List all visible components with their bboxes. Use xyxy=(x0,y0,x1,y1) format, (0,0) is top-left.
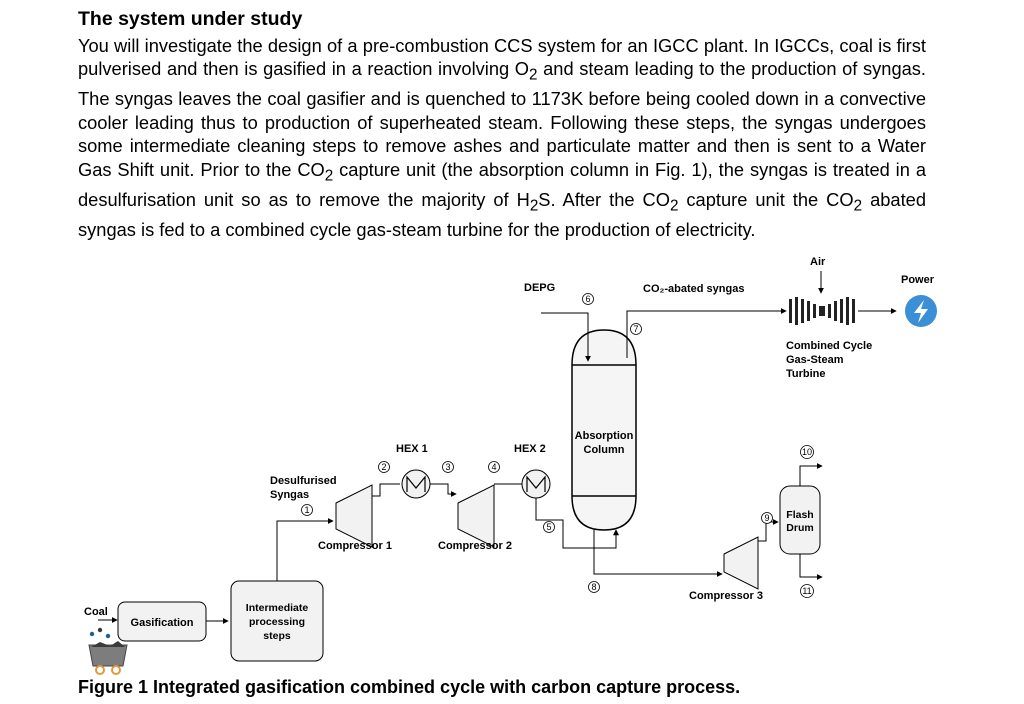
compressor-2 xyxy=(457,484,495,548)
stream-label-8: 8 xyxy=(591,582,596,592)
stream-label-4: 4 xyxy=(491,462,496,472)
compressor-2-label: Compressor 2 xyxy=(438,540,512,552)
flash-label-2: Drum xyxy=(786,522,813,534)
compressor-1-label: Compressor 1 xyxy=(318,540,392,552)
power-label: Power xyxy=(901,274,935,286)
syngas-to-column-line xyxy=(535,498,619,549)
stream-label-1: 1 xyxy=(304,505,309,515)
figure-caption: Figure 1 Integrated gasification combine… xyxy=(78,677,741,697)
hex-2-label: HEX 2 xyxy=(514,443,546,455)
hex-1-symbol xyxy=(406,475,426,492)
turbine-label-1: Combined Cycle xyxy=(786,340,872,352)
intermediate-label-1: Intermediate xyxy=(246,602,309,614)
flash-label-1: Flash xyxy=(786,509,813,521)
body-paragraph: You will investigate the design of a pre… xyxy=(78,35,927,240)
syngas-line-1 xyxy=(276,518,334,581)
stream-label-2: 2 xyxy=(381,462,386,472)
section-heading: The system under study xyxy=(78,8,303,30)
stream-marker-4 xyxy=(488,461,500,473)
intermediate-label-2: processing xyxy=(249,616,305,628)
stream-marker-11 xyxy=(800,584,814,598)
stream-label-10: 10 xyxy=(802,447,812,457)
stream-label-9: 9 xyxy=(764,513,769,523)
hex-1 xyxy=(401,469,431,499)
turbine-icon xyxy=(788,296,856,326)
coal-label: Coal xyxy=(84,606,108,618)
depg-feed-line xyxy=(541,312,591,362)
absorption-label-1: Absorption xyxy=(575,430,634,442)
stream-marker-7 xyxy=(630,323,642,335)
coal-cart-icon xyxy=(88,627,128,675)
hex-2-symbol xyxy=(526,475,546,492)
hex-1-outlet-line xyxy=(430,483,457,497)
gasification-label: Gasification xyxy=(131,617,194,629)
absorption-label-2: Column xyxy=(584,444,625,456)
compressor-1 xyxy=(335,484,373,548)
compressor-3-label: Compressor 3 xyxy=(689,590,763,602)
stream-marker-5 xyxy=(543,521,555,533)
desulfurised-label-2: Syngas xyxy=(270,489,309,501)
rich-solvent-line xyxy=(593,530,723,577)
stream-label-6: 6 xyxy=(585,294,590,304)
stream-marker-8 xyxy=(588,581,600,593)
co2-abated-syngas-line xyxy=(626,308,787,358)
turbine-label-2: Gas-Steam xyxy=(786,354,844,366)
stream-marker-3 xyxy=(442,461,454,473)
flash-top-outlet-line xyxy=(799,463,823,486)
stream-marker-10 xyxy=(800,445,814,459)
compressor-3 xyxy=(723,536,759,590)
compressor-3-outlet-line xyxy=(758,519,779,542)
turbine-label-3: Turbine xyxy=(786,368,826,380)
air-label: Air xyxy=(810,256,826,268)
stream-marker-1 xyxy=(301,504,313,516)
flash-bottom-outlet-line xyxy=(799,554,823,580)
stream-marker-6 xyxy=(582,293,594,305)
stream-label-3: 3 xyxy=(445,462,450,472)
co2-abated-label: CO₂-abated syngas xyxy=(643,283,744,295)
lightning-bolt xyxy=(914,300,928,323)
stream-label-7: 7 xyxy=(633,324,638,334)
depg-label: DEPG xyxy=(524,282,555,294)
stream-marker-2 xyxy=(378,461,390,473)
hex-1-label: HEX 1 xyxy=(396,443,428,455)
stream-label-5: 5 xyxy=(546,522,551,532)
hex-2 xyxy=(521,469,551,499)
stream-label-11: 11 xyxy=(802,586,811,596)
stream-marker-9 xyxy=(761,512,773,524)
intermediate-label-3: steps xyxy=(263,630,291,642)
desulfurised-label-1: Desulfurised xyxy=(270,475,337,487)
compressor-1-outlet-line xyxy=(372,483,400,497)
